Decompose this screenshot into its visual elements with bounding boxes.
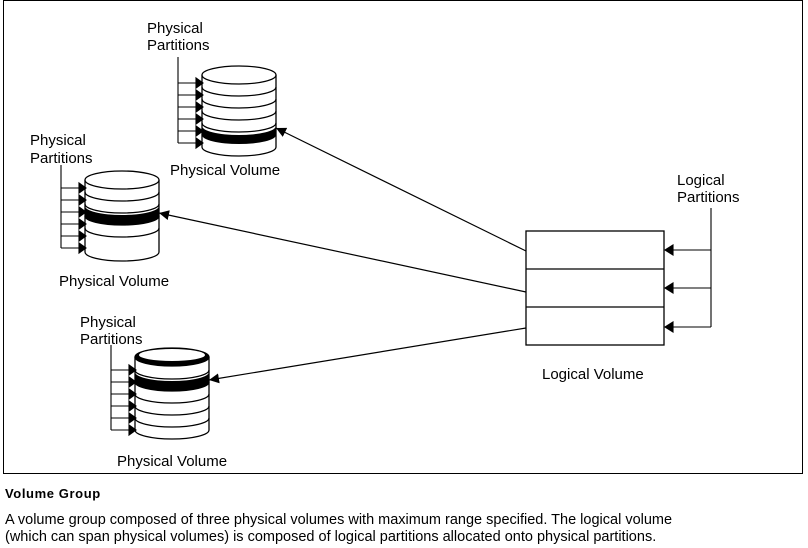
physical-partitions-label-1-line1: Physical [147,20,203,37]
logical-volume: Logical Volume Logical Partitions [525,172,740,383]
arrow-to-physical-volume-2 [158,210,527,293]
partition-pointers-3 [110,345,137,437]
caption-line-1: A volume group composed of three physica… [5,512,673,528]
physical-volume-2: Physical Partitions Physical Volume [30,132,169,290]
logical-volume-label: Logical Volume [542,366,644,383]
physical-volume-label-2: Physical Volume [59,273,169,290]
caption-line-2: (which can span physical volumes) is com… [5,529,657,545]
disk-2 [84,170,160,262]
physical-volume-1: Physical Partitions Physical Volume [147,20,280,179]
physical-partitions-label-3-line2: Partitions [80,331,143,348]
allocated-partition [202,126,276,144]
physical-partitions-label-1-line2: Partitions [147,37,210,54]
physical-partitions-label-2-line2: Partitions [30,150,93,167]
logical-partitions-label-line2: Partitions [677,189,740,206]
disk-3 [134,347,210,440]
figure-caption: A volume group composed of three physica… [5,512,805,546]
arrow-to-physical-volume-3 [208,327,527,384]
allocated-partition [135,372,209,391]
disk-1 [201,65,277,157]
physical-volume-3: Physical Partitions Physical Volume [80,314,227,470]
diagram-frame [3,0,803,474]
physical-partitions-label-3-line1: Physical [80,314,136,331]
physical-partitions-label-2-line1: Physical [30,132,86,149]
logical-partitions-label-line1: Logical [677,172,725,189]
allocated-partition [85,206,159,225]
allocation-arrows [158,127,527,384]
logical-volume-box [525,230,665,346]
partition-pointers-2 [60,165,87,255]
physical-volume-label-1: Physical Volume [170,162,280,179]
partition-pointers-1 [177,57,204,150]
physical-volume-label-3: Physical Volume [117,453,227,470]
logical-partition-pointers [663,208,712,333]
figure-title: Volume Group [5,486,101,501]
arrow-to-physical-volume-1 [275,127,527,252]
